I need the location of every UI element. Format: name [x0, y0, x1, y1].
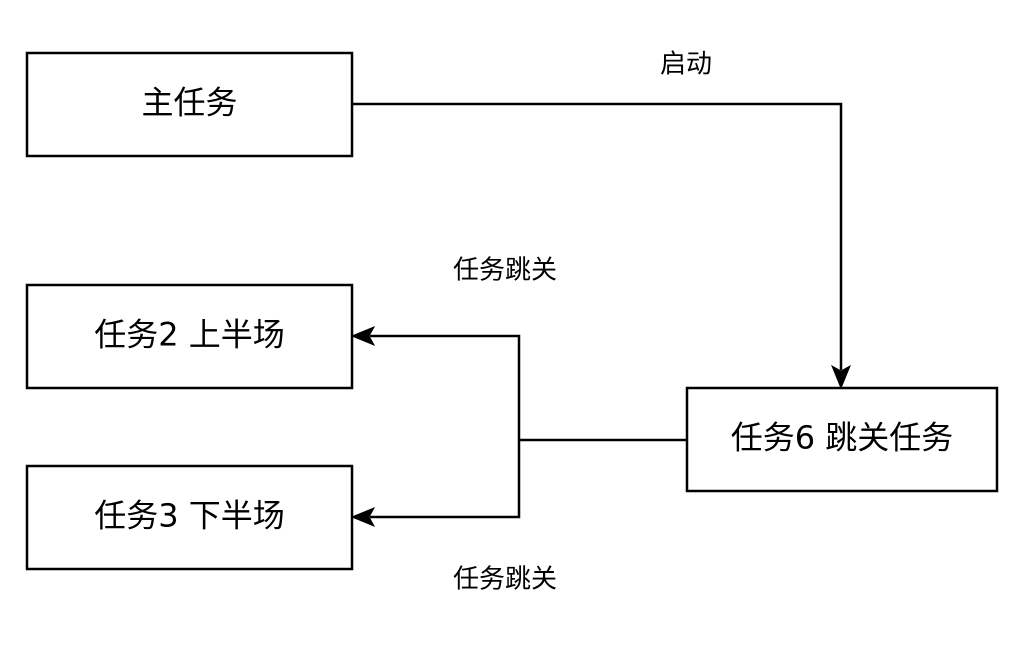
edge-label-skip-upper: 任务跳关	[453, 256, 557, 286]
node-task6-label: 任务6 跳关任务	[731, 419, 954, 457]
edge-branch-to-task2	[370, 334, 521, 440]
node-task2-label: 任务2 上半场	[94, 316, 285, 354]
node-task3-box	[25, 464, 354, 571]
edge-label-start: 启动	[660, 50, 712, 80]
arrowhead-task3	[350, 506, 376, 528]
edge-branch-to-task3	[370, 440, 521, 519]
arrowhead-task2	[350, 325, 376, 347]
edge-label-skip-lower: 任务跳关	[453, 565, 557, 595]
node-task2[interactable]: 任务2 上半场	[25, 283, 354, 390]
node-task3-label: 任务3 下半场	[94, 497, 285, 535]
node-task2-box	[25, 283, 354, 390]
node-task3[interactable]: 任务3 下半场	[25, 464, 354, 571]
node-main-task-label: 主任务	[141, 84, 237, 122]
arrowhead-task6	[830, 364, 852, 390]
node-main-task-box	[25, 51, 354, 158]
node-task6[interactable]: 任务6 跳关任务	[685, 386, 999, 493]
edge-main-to-task6	[352, 102, 843, 370]
node-main-task[interactable]: 主任务	[25, 51, 354, 158]
node-task6-box	[685, 386, 999, 493]
